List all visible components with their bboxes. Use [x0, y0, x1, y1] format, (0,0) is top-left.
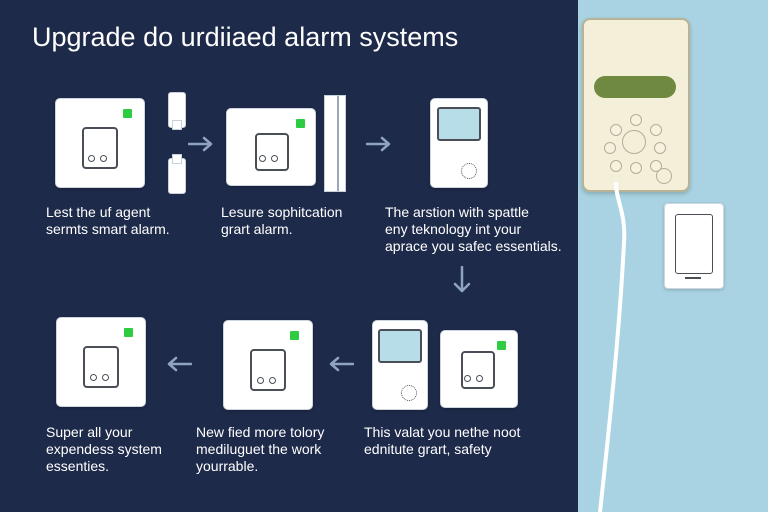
arrow-icon — [167, 356, 192, 372]
control-panel — [430, 98, 488, 188]
indicator-dot — [476, 375, 483, 382]
arrow-icon — [366, 136, 391, 152]
door-sensor-icon — [164, 92, 190, 194]
phone-button — [685, 277, 701, 279]
sensor-slot — [83, 346, 119, 388]
status-led — [296, 119, 305, 128]
sensor-slot — [255, 133, 289, 171]
alarm-hub-4 — [56, 317, 146, 407]
key-button — [610, 160, 622, 172]
dial-icon — [461, 163, 477, 179]
indicator-dot — [90, 374, 97, 381]
arrow-icon — [453, 266, 471, 293]
sensor-slot — [250, 349, 286, 391]
key-button — [630, 114, 642, 126]
center-button — [622, 130, 646, 154]
indicator-dot — [464, 375, 471, 382]
indicator-dot — [259, 155, 266, 162]
step-caption: New fied more tolory mediluguet the work… — [196, 424, 325, 474]
diagram-title: Upgrade do urdiiaed alarm systems — [32, 22, 459, 52]
indicator-dot — [88, 155, 95, 162]
indicator-dot — [102, 374, 109, 381]
step-caption: Lest the uf agent sermts smart alarm. — [46, 204, 170, 237]
step-caption: The arstion with spattle eny teknology i… — [385, 204, 562, 254]
sensor-slot — [461, 351, 495, 389]
phone-icon — [664, 203, 724, 289]
control-panel-6 — [372, 320, 428, 410]
status-led — [123, 109, 132, 118]
phone-screen — [675, 214, 713, 274]
indicator-dot — [257, 377, 264, 384]
sensor-slot — [82, 127, 118, 169]
indicator-dot — [269, 377, 276, 384]
arrow-icon — [188, 136, 213, 152]
status-led — [124, 328, 133, 337]
diagram-panel — [0, 0, 578, 512]
cable-icon — [598, 182, 627, 512]
key-button — [650, 124, 662, 136]
step-caption: This valat you nethe noot ednitute grart… — [364, 424, 521, 457]
arrow-icon — [329, 356, 354, 372]
wall-panel-icon — [324, 95, 346, 192]
alarm-hub-6 — [440, 330, 518, 408]
alarm-hub-5 — [223, 320, 313, 410]
alarm-hub-2 — [226, 108, 316, 186]
key-button — [630, 162, 642, 174]
key-button — [604, 142, 616, 154]
panel-screen — [378, 329, 422, 363]
step-caption: Lesure sophitcation grart alarm. — [221, 204, 343, 237]
indicator-dot — [271, 155, 278, 162]
power-button — [656, 168, 672, 184]
panel-screen — [437, 107, 481, 141]
keypad-icon — [582, 18, 690, 192]
indicator-dot — [100, 155, 107, 162]
alarm-hub-1 — [55, 98, 145, 188]
dial-icon — [401, 385, 417, 401]
key-button — [654, 142, 666, 154]
keypad-display — [594, 76, 676, 98]
key-button — [610, 124, 622, 136]
status-led — [497, 341, 506, 350]
step-caption: Super all your expendess system essentie… — [46, 424, 162, 474]
status-led — [290, 331, 299, 340]
